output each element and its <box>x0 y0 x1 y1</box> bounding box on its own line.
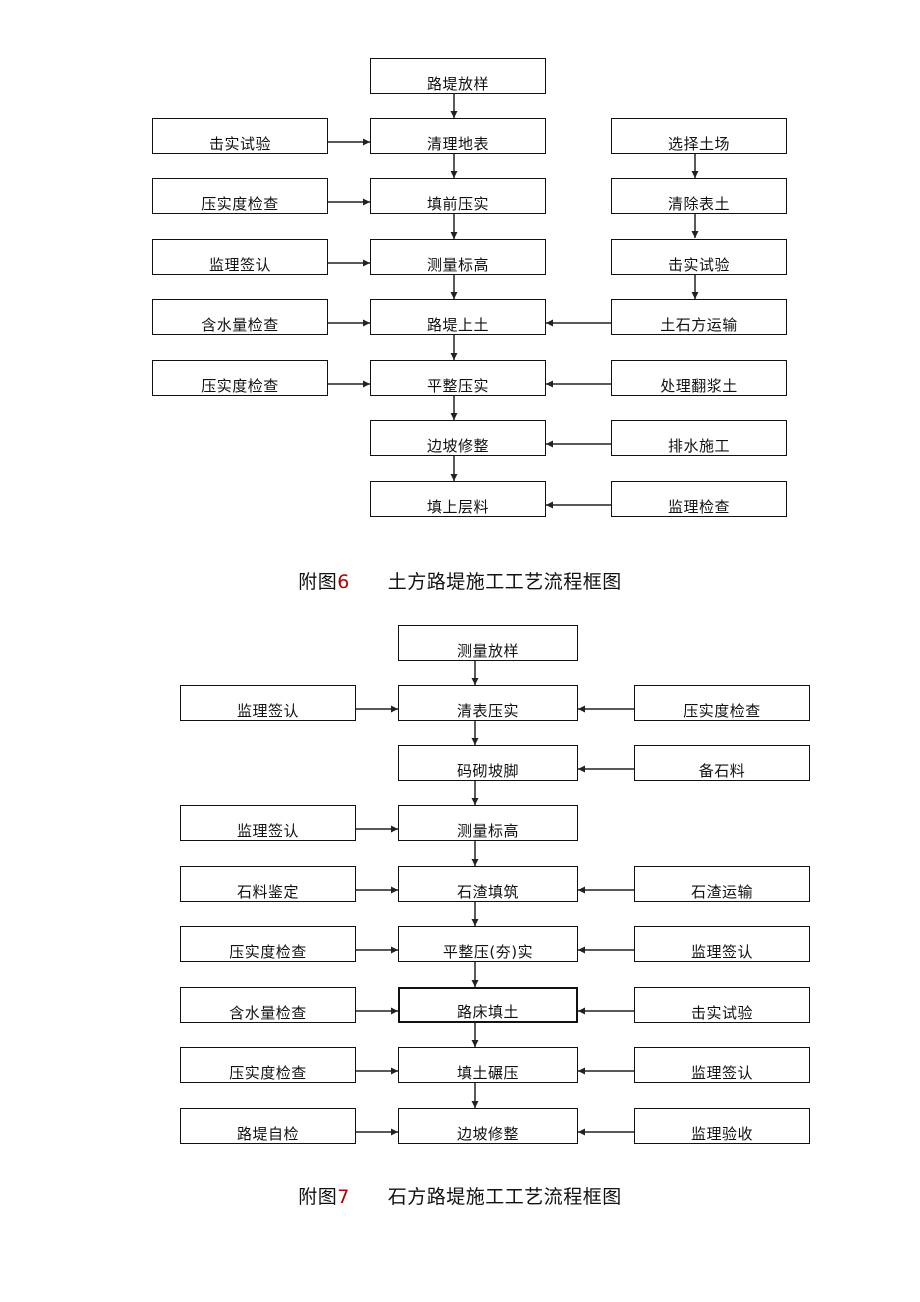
f7-down-arrow-head <box>471 1040 479 1047</box>
f7-center-step: 码砌坡脚 <box>398 745 578 781</box>
figure-6-title: 土方路堤施工工艺流程框图 <box>387 571 622 593</box>
f7-left-arrow-head <box>391 1067 398 1075</box>
f6-left-arrow-head <box>363 380 370 388</box>
f6-right-input: 监理检查 <box>611 481 787 517</box>
f6-left-input: 监理签认 <box>152 239 328 275</box>
f7-center-step: 清表压实 <box>398 685 578 721</box>
f7-right-input: 压实度检查 <box>634 685 810 721</box>
f6-down-arrow-head <box>450 171 458 178</box>
f6-left-arrow-head <box>363 259 370 267</box>
f7-center-step: 填土碾压 <box>398 1047 578 1083</box>
f7-right-arrow-head <box>578 705 585 713</box>
f7-left-arrow-head <box>391 825 398 833</box>
f7-center-step: 测量放样 <box>398 625 578 661</box>
figure-6-number: 6 <box>337 571 350 593</box>
f7-right-arrow-head <box>578 765 585 773</box>
f7-down-arrow-head <box>471 859 479 866</box>
f6-right-down-arrow-head <box>691 292 699 299</box>
f6-left-input: 击实试验 <box>152 118 328 154</box>
f7-down-arrow-head <box>471 798 479 805</box>
f7-left-input: 路堤自检 <box>180 1108 356 1144</box>
f7-left-arrow-head <box>391 886 398 894</box>
f6-right-input: 排水施工 <box>611 420 787 456</box>
f7-right-arrow-head <box>578 1128 585 1136</box>
f6-down-arrow-head <box>450 353 458 360</box>
f7-right-arrow-head <box>578 946 585 954</box>
f6-right-arrow-head <box>546 319 553 327</box>
f6-center-step: 平整压实 <box>370 360 546 396</box>
f6-right-down-arrow-head <box>691 231 699 238</box>
figure-7-flowchart: 测量放样 清表压实 码砌坡脚 测量标高 石渣填筑 平整压(夯)实 路床填土 填土… <box>180 625 810 1144</box>
f7-left-input: 压实度检查 <box>180 1047 356 1083</box>
f7-right-arrow-head <box>578 1067 585 1075</box>
f6-right-input: 击实试验 <box>611 239 787 275</box>
f7-right-arrow-head <box>578 1007 585 1015</box>
f6-down-arrow-head <box>450 413 458 420</box>
f6-center-step: 填前压实 <box>370 178 546 214</box>
figure-6-flowchart: 路堤放样 清理地表 填前压实 测量标高 路堤上土 平整压实 边坡修整 填上层料 … <box>0 0 920 560</box>
f7-left-arrow-head <box>391 705 398 713</box>
f6-down-arrow-head <box>450 292 458 299</box>
f7-left-input: 监理签认 <box>180 805 356 841</box>
f7-right-input: 石渣运输 <box>634 866 810 902</box>
f6-left-arrow-head <box>363 138 370 146</box>
f7-right-input: 击实试验 <box>634 987 810 1023</box>
f7-left-input: 含水量检查 <box>180 987 356 1023</box>
f7-center-step: 平整压(夯)实 <box>398 926 578 962</box>
f6-right-arrow-head <box>546 380 553 388</box>
f7-right-input: 备石料 <box>634 745 810 781</box>
f6-right-input: 选择土场 <box>611 118 787 154</box>
f6-center-step: 路堤放样 <box>370 58 546 94</box>
f6-left-input: 压实度检查 <box>152 178 328 214</box>
f7-center-step: 路床填土 <box>398 987 578 1023</box>
f7-down-arrow-head <box>471 678 479 685</box>
f7-left-input: 压实度检查 <box>180 926 356 962</box>
f6-right-input: 土石方运输 <box>611 299 787 335</box>
f7-center-step: 石渣填筑 <box>398 866 578 902</box>
f6-center-step: 测量标高 <box>370 239 546 275</box>
f7-right-arrow-head <box>578 886 585 894</box>
f7-left-arrow-head <box>391 946 398 954</box>
figure-7-caption: 附图7 石方路堤施工工艺流程框图 <box>0 1182 920 1209</box>
f7-left-arrow-head <box>391 1128 398 1136</box>
f6-right-arrow-head <box>546 501 553 509</box>
f6-down-arrow-head <box>450 474 458 481</box>
f7-down-arrow-head <box>471 1101 479 1108</box>
f7-left-input: 石料鉴定 <box>180 866 356 902</box>
f6-left-input: 含水量检查 <box>152 299 328 335</box>
f6-center-step: 路堤上土 <box>370 299 546 335</box>
f7-center-step: 边坡修整 <box>398 1108 578 1144</box>
figure-7-title: 石方路堤施工工艺流程框图 <box>387 1186 622 1208</box>
f6-right-down-arrow-head <box>691 171 699 178</box>
f6-down-arrow-head <box>450 232 458 239</box>
f6-right-arrow-head <box>546 440 553 448</box>
f7-right-input: 监理验收 <box>634 1108 810 1144</box>
f7-left-arrow-head <box>391 1007 398 1015</box>
f6-left-arrow-head <box>363 319 370 327</box>
f6-left-arrow-head <box>363 198 370 206</box>
f6-left-input: 压实度检查 <box>152 360 328 396</box>
f6-center-step: 填上层料 <box>370 481 546 517</box>
f7-down-arrow-head <box>471 738 479 745</box>
f7-down-arrow-head <box>471 919 479 926</box>
f6-right-input: 处理翻浆土 <box>611 360 787 396</box>
figure-6-arrows <box>328 94 699 509</box>
f6-down-arrow-head <box>450 111 458 118</box>
f7-down-arrow-head <box>471 980 479 987</box>
figure-7-prefix: 附图 <box>298 1186 338 1208</box>
f7-right-input: 监理签认 <box>634 926 810 962</box>
f7-center-step: 测量标高 <box>398 805 578 841</box>
f6-center-step: 清理地表 <box>370 118 546 154</box>
figure-7-arrows <box>356 661 634 1136</box>
f7-left-input: 监理签认 <box>180 685 356 721</box>
f7-right-input: 监理签认 <box>634 1047 810 1083</box>
f6-right-input: 清除表土 <box>611 178 787 214</box>
f6-center-step: 边坡修整 <box>370 420 546 456</box>
figure-6-prefix: 附图 <box>298 571 338 593</box>
figure-6-caption: 附图6 土方路堤施工工艺流程框图 <box>0 567 920 594</box>
figure-7-number: 7 <box>337 1186 350 1208</box>
